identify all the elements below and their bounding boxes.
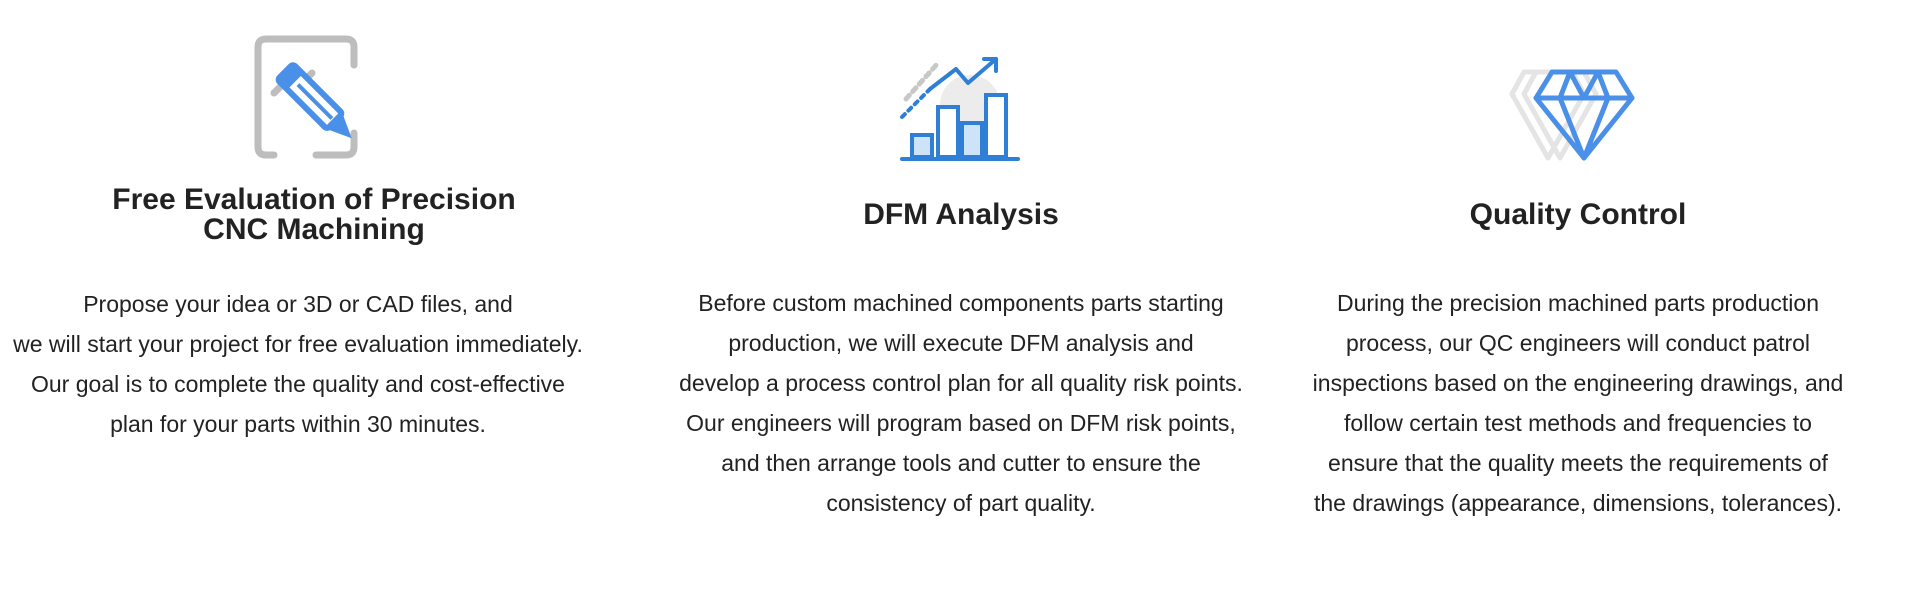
description-line: During the precision machined parts prod… [1337, 290, 1819, 316]
description-line: we will start your project for free eval… [13, 331, 583, 357]
feature-description: Propose your idea or 3D or CAD files, an… [0, 284, 618, 444]
feature-title: DFM Analysis [641, 200, 1281, 230]
feature-title-line: Free Evaluation of Precision [112, 183, 516, 216]
feature-title: Quality Control [1258, 200, 1898, 230]
evaluation-pencil-icon [0, 35, 634, 165]
description-line: the drawings (appearance, dimensions, to… [1313, 490, 1842, 516]
growth-chart-icon [641, 55, 1281, 185]
description-line: develop a process control plan for all q… [679, 370, 1243, 396]
description-line: plan for your parts within 30 minutes. [110, 411, 486, 437]
description-line: inspections based on the engineering dra… [1312, 370, 1844, 396]
feature-title-line: DFM Analysis [863, 198, 1059, 231]
description-line: follow certain test methods and frequenc… [1344, 410, 1812, 436]
description-line: Our goal is to complete the quality and … [31, 371, 565, 397]
feature-description: Before custom machined components parts … [641, 283, 1281, 523]
feature-title: Free Evaluation of Precision CNC Machini… [0, 185, 634, 245]
description-line: Our engineers will program based on DFM … [686, 410, 1236, 436]
feature-title-line: CNC Machining [203, 213, 425, 246]
feature-card-dfm: DFM Analysis Before custom machined comp… [640, 0, 1280, 591]
description-line: production, we will execute DFM analysis… [728, 330, 1194, 356]
description-line: Before custom machined components parts … [698, 290, 1224, 316]
feature-title-line: Quality Control [1469, 198, 1687, 231]
diamond-icon [1258, 68, 1898, 198]
feature-card-quality: Quality Control During the precision mac… [1280, 0, 1920, 591]
feature-description: During the precision machined parts prod… [1258, 283, 1898, 523]
feature-card-evaluation: Free Evaluation of Precision CNC Machini… [0, 0, 640, 591]
description-line: ensure that the quality meets the requir… [1328, 450, 1828, 476]
description-line: Propose your idea or 3D or CAD files, an… [83, 291, 513, 317]
description-line: process, our QC engineers will conduct p… [1345, 330, 1811, 356]
description-line: and then arrange tools and cutter to ens… [721, 450, 1201, 476]
description-line: consistency of part quality. [826, 490, 1096, 516]
